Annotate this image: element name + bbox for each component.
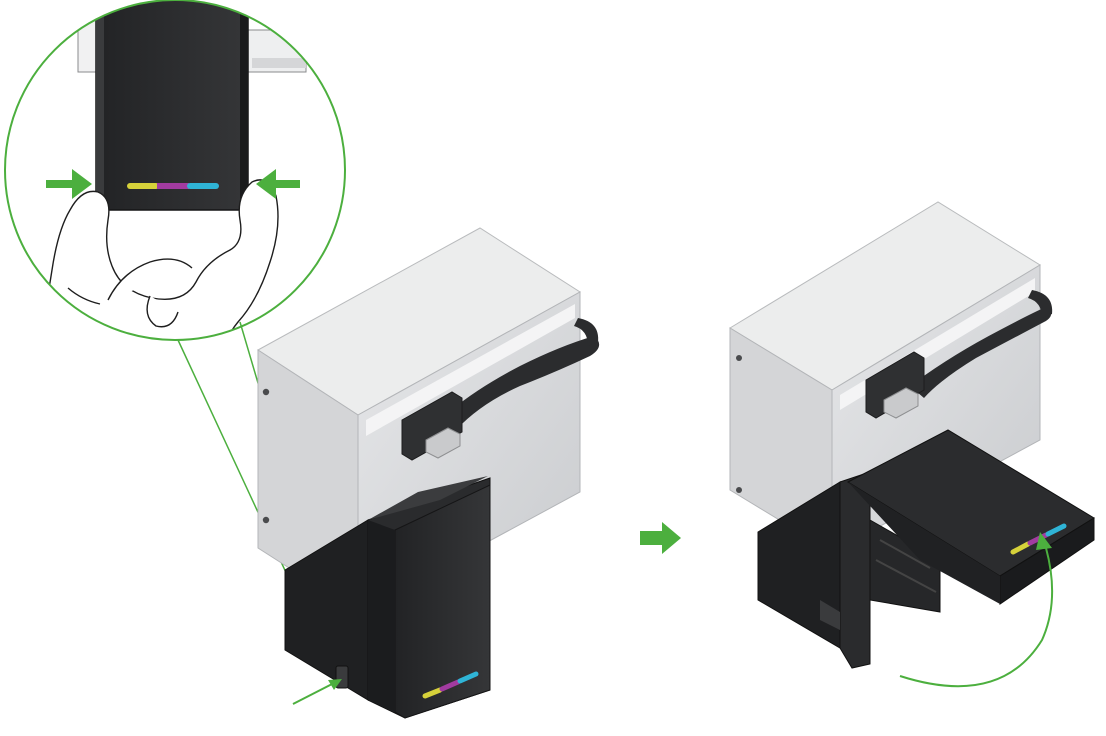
right-assembly (729, 201, 1095, 688)
zoom-callout (4, 0, 346, 341)
zoom-circle (4, 0, 346, 341)
color-stripe (422, 671, 479, 699)
left-assembly (257, 227, 600, 719)
press-arrow-icon (256, 169, 300, 199)
transition-arrow-icon (640, 522, 681, 554)
color-stripe (1010, 523, 1067, 555)
color-stripe (127, 183, 219, 189)
press-arrow-icon (46, 169, 92, 199)
lift-arc-arrow-icon (899, 532, 1054, 688)
press-arrow-icon (292, 679, 342, 705)
hand-icon (39, 179, 279, 340)
cartridge-closeup (95, 0, 249, 211)
